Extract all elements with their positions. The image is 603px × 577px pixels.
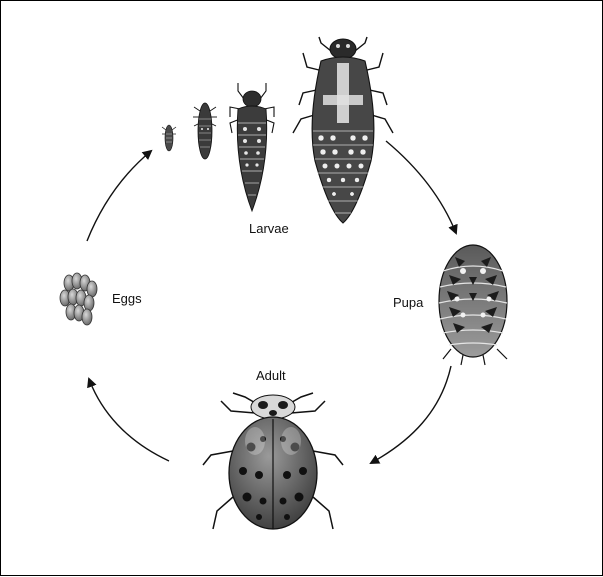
eggs-label: Eggs <box>112 291 142 306</box>
pupa-label: Pupa <box>393 295 424 310</box>
larva-icon <box>230 83 274 211</box>
egg-cluster-icon <box>60 273 97 325</box>
larva-icon <box>162 125 176 151</box>
larvae-label: Larvae <box>249 221 289 236</box>
cycle-arrow-icon <box>386 141 456 233</box>
cycle-arrow-icon <box>89 379 169 461</box>
cycle-arrow-icon <box>371 366 451 463</box>
adult-label: Adult <box>256 368 286 383</box>
larva-icon <box>193 103 217 159</box>
cycle-arrow-icon <box>87 151 151 241</box>
larva-icon <box>293 37 393 223</box>
ladybug-adult-icon <box>203 393 343 529</box>
pupa-icon <box>439 245 507 365</box>
